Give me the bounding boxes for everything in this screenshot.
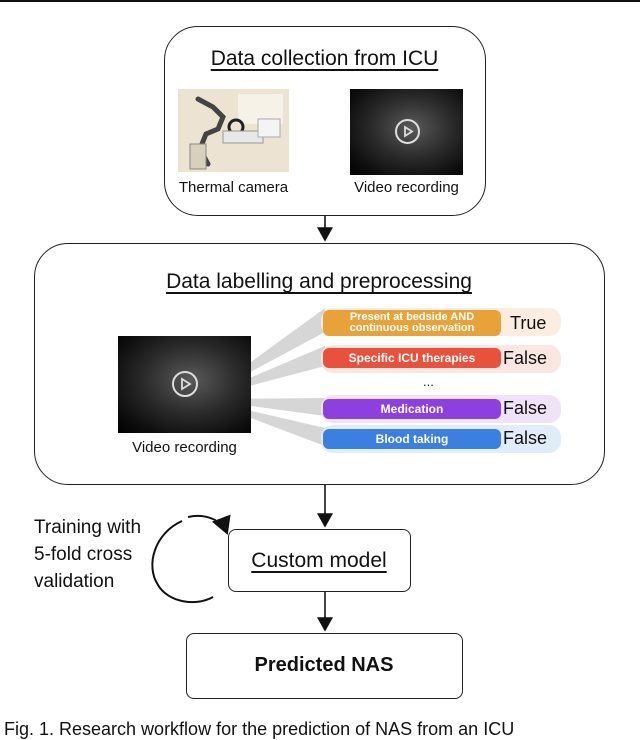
label-value-false: False [503, 348, 548, 368]
top-rule [0, 0, 640, 2]
thermal-camera-caption: Thermal camera [178, 179, 289, 196]
play-icon [172, 371, 198, 397]
label-value-false: False [503, 428, 548, 448]
custom-model-title: Custom model [251, 549, 387, 572]
figure-caption: Fig. 1. Research workflow for the predic… [4, 719, 515, 739]
play-icon [395, 119, 420, 144]
thermal-camera-photo [178, 89, 289, 172]
training-line-2: 5-fold cross [34, 544, 133, 565]
data-labelling-title: Data labelling and preprocessing [166, 270, 472, 293]
data-labelling-box: Data labelling and preprocessing Video r… [34, 243, 605, 485]
label-value-false: False [503, 398, 548, 418]
predicted-nas-title: Predicted NAS [254, 654, 394, 676]
label-present-at-bedside: Present at bedside AND continuous observ… [323, 310, 501, 336]
video-thumbnail-top [350, 89, 463, 175]
label-specific-icu-therapies: Specific ICU therapies [323, 348, 501, 368]
custom-model-box: Custom model [228, 529, 411, 592]
video-recording-caption-top: Video recording [354, 179, 459, 196]
training-note: Training with 5-fold cross validation [34, 514, 141, 595]
training-line-1: Training with [34, 517, 142, 538]
label-value-true: True [510, 313, 547, 333]
label-medication: Medication [323, 399, 501, 419]
label-ellipsis: ... [423, 374, 434, 389]
predicted-nas-box: Predicted NAS [186, 633, 463, 699]
training-cycle-arrow [151, 520, 214, 604]
label-blood-taking: Blood taking [323, 429, 501, 449]
training-line-3: validation [34, 571, 115, 592]
data-collection-title: Data collection from ICU [210, 47, 439, 70]
data-collection-box: Data collection from ICU Thermal camera … [164, 26, 486, 216]
video-recording-caption-mid: Video recording [132, 439, 237, 456]
video-thumbnail-mid [118, 336, 251, 433]
